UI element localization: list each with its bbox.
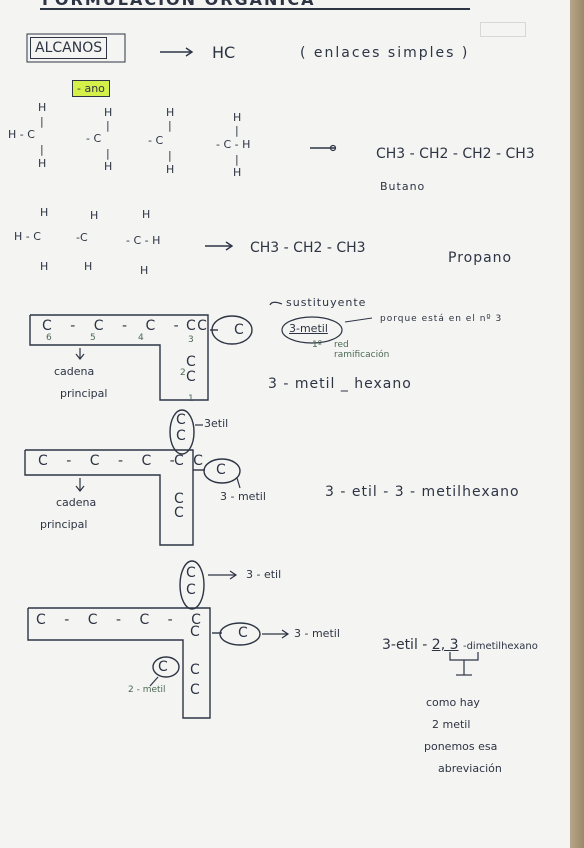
atom-h: H — [84, 260, 93, 273]
ex1-red: red — [334, 340, 349, 350]
ex1-sustituyente: sustituyente — [286, 296, 367, 309]
ex2-top-end-c: C — [174, 453, 184, 469]
propano-condensed: CH3 - CH2 - CH3 — [250, 240, 366, 256]
atom-h: H — [166, 163, 175, 176]
atom-h: H — [104, 160, 113, 173]
ex1-ramificacion: ramificación — [334, 350, 390, 360]
ex3-metil2-label: 2 - metil — [128, 685, 166, 695]
ex2-metil-label: 3 - metil — [220, 490, 266, 503]
ex1-branch-c: C — [234, 322, 244, 338]
atom-h: H — [233, 166, 242, 179]
ex2-chain-top: C - C - C - C — [38, 453, 203, 469]
ex2-branch-right: C — [216, 462, 226, 478]
bond: | — [235, 153, 239, 166]
ex1-principal: principal — [60, 387, 108, 400]
ex3-metil-label: 3 - metil — [294, 627, 340, 640]
atom-h: H — [166, 106, 175, 119]
ex3-etil-label: 3 - etil — [246, 568, 282, 581]
ex1-num-label: 1º — [312, 340, 322, 350]
bond: | — [168, 119, 172, 132]
ex3-name: 3-etil - 2, 3 -dimetilhexano — [382, 637, 538, 653]
bond: | — [235, 124, 239, 137]
notebook-page: FORMULACIÓN ORGÁNICA ALCANOS — [0, 0, 570, 848]
butano-condensed: CH3 - CH2 - CH2 - CH3 — [376, 146, 535, 162]
notebook-edge — [570, 0, 584, 848]
ex1-chain-down: C C — [186, 354, 196, 385]
ex1-metil-box: 3-metil — [289, 322, 328, 335]
ex3-top-end-c: C — [190, 624, 200, 640]
atom-row-1: H - C — [8, 128, 35, 141]
ex2-principal: principal — [40, 518, 88, 531]
atom-row-3: - C — [148, 134, 164, 147]
ex1-name: 3 - metil _ hexano — [268, 376, 412, 392]
bond: | — [106, 119, 110, 132]
atom-h: H — [38, 157, 47, 170]
ex1-top-end-c: C — [186, 318, 196, 334]
ex2-chain-down: C C — [174, 491, 184, 521]
bond: | — [168, 149, 172, 162]
ex3-chain-top: C - C - C - C — [36, 612, 201, 628]
corner-mark — [480, 22, 526, 37]
bond: | — [40, 115, 44, 128]
atom-h: H — [104, 106, 113, 119]
atom-row-2: - C — [86, 132, 102, 145]
ex1-num-4: 4 — [138, 333, 144, 343]
alcanos-note: ( enlaces simples ) — [300, 45, 470, 61]
atom-h: H — [40, 206, 49, 219]
bond: | — [106, 147, 110, 160]
ex1-num-2: 2 — [180, 368, 186, 378]
ex1-num-3: 3 — [188, 335, 194, 345]
ex3-chain-down: C C — [190, 662, 200, 698]
title-underline — [40, 8, 470, 10]
ex3-branch-right: C — [238, 625, 248, 641]
ex1-chain-top: C - C - C - C — [42, 318, 207, 334]
bond: | — [40, 143, 44, 156]
alcanos-formula: HC — [212, 43, 236, 62]
ex1-cadena: cadena — [54, 365, 95, 378]
atom-h: H — [233, 111, 242, 124]
ex2-up-branch: C C — [176, 412, 186, 444]
ex1-num-5: 5 — [90, 333, 96, 343]
propano-name: Propano — [448, 250, 513, 266]
ex2-cadena: cadena — [56, 496, 97, 509]
atom-h: H — [38, 101, 47, 114]
suffix-highlight: - ano — [72, 80, 110, 97]
page-title: FORMULACIÓN ORGÁNICA — [42, 0, 316, 9]
ex2-etil-label: 3etil — [204, 417, 229, 430]
atom-h: H — [140, 264, 149, 277]
butano-name: Butano — [380, 180, 426, 193]
atom-row-4: - C - H — [216, 138, 251, 151]
alcanos-label: ALCANOS — [30, 37, 108, 59]
ex3-branch-left: C — [158, 659, 168, 675]
ex3-up-branch: C C — [186, 565, 196, 598]
ex1-num-1: 1 — [188, 394, 194, 404]
ex2-name: 3 - etil - 3 - metilhexano — [325, 484, 520, 500]
atom-h: H — [142, 208, 151, 221]
atom-h: H — [40, 260, 49, 273]
ex1-num-6: 6 — [46, 333, 52, 343]
ex3-explanation: como hay 2 metil ponemos esa abreviación — [424, 696, 502, 775]
ex1-porque: porque está en el nº 3 — [380, 314, 503, 324]
atom-h: H — [90, 209, 99, 222]
